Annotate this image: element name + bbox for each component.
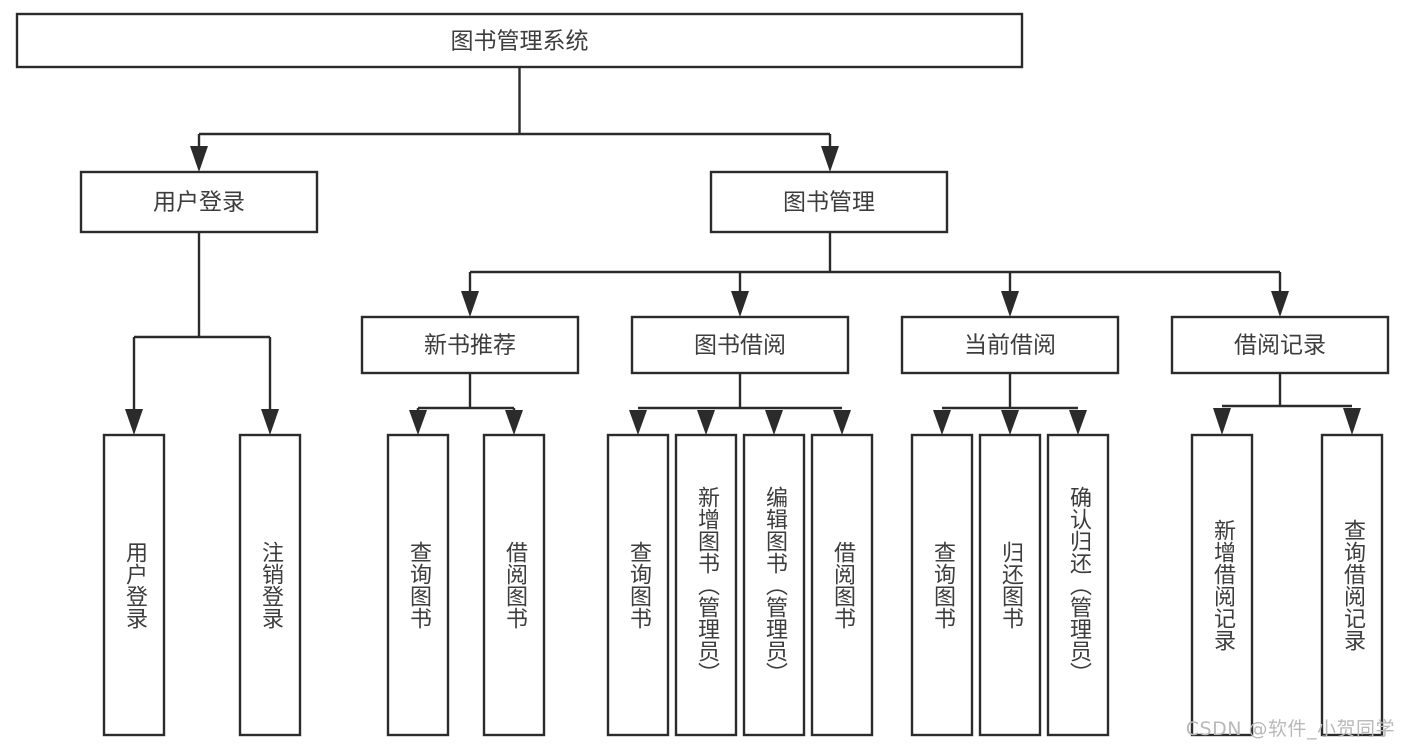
node-leaf-add-borrow-record-box[interactable] (1190, 433, 1254, 737)
node-leaf-query-book-nbr-box[interactable] (386, 433, 450, 737)
node-borrow-record[interactable]: 借阅记录 (1170, 315, 1390, 375)
node-leaf-user-login[interactable]: 用户登录 (102, 433, 166, 737)
csdn-watermark: CSDN @软件_小贺同学 (1185, 718, 1395, 740)
node-leaf-user-login-box[interactable] (102, 433, 166, 737)
node-leaf-query-book-nbr[interactable]: 查询图书 (386, 433, 450, 737)
arrow-head-new-book-rec (461, 291, 479, 317)
node-leaf-query-book-cb[interactable]: 查询图书 (910, 433, 974, 737)
arrow-head-nbr-leaf-2 (505, 410, 523, 435)
node-new-book-recommend[interactable]: 新书推荐 (360, 315, 580, 375)
node-new-book-recommend-box[interactable] (360, 315, 580, 375)
arrow-head-bb-leaf-2 (697, 410, 715, 435)
node-borrow-record-label: 借阅记录 (1234, 333, 1326, 359)
node-book-borrow[interactable]: 图书借阅 (630, 315, 850, 375)
node-leaf-add-borrow-record-label: 新增借阅记录 (1210, 519, 1236, 651)
node-leaf-add-book-admin-label: 新增图书（管理员） (694, 486, 720, 684)
node-leaf-return-book[interactable]: 归还图书 (978, 433, 1042, 737)
node-leaf-query-borrow-record-box[interactable] (1320, 433, 1384, 737)
node-leaf-user-login-label: 用户登录 (122, 541, 148, 629)
arrow-head-leaf-logout (261, 409, 279, 435)
node-current-borrow-label: 当前借阅 (964, 333, 1056, 359)
node-leaf-logout-box[interactable] (238, 433, 302, 737)
node-leaf-borrow-book-nbr[interactable]: 借阅图书 (482, 433, 546, 737)
node-current-borrow[interactable]: 当前借阅 (900, 315, 1120, 375)
node-leaf-query-borrow-record[interactable]: 查询借阅记录 (1320, 433, 1384, 737)
connector-group-book-borrow-to-leaves (629, 373, 851, 435)
node-leaf-return-book-box[interactable] (978, 433, 1042, 737)
node-root-system-label: 图书管理系统 (451, 29, 589, 55)
node-leaf-add-borrow-record[interactable]: 新增借阅记录 (1190, 433, 1254, 737)
node-user-login-box[interactable] (79, 170, 319, 234)
node-leaf-confirm-return-admin-box[interactable] (1046, 433, 1110, 737)
node-leaf-query-book-cb-box[interactable] (910, 433, 974, 737)
node-leaf-edit-book-admin-box[interactable] (742, 433, 806, 737)
node-leaf-borrow-book-nbr-box[interactable] (482, 433, 546, 737)
node-borrow-record-box[interactable] (1170, 315, 1390, 375)
node-current-borrow-box[interactable] (900, 315, 1120, 375)
arrow-head-leaf-user-login (125, 409, 143, 435)
arrow-head-cb-leaf-1 (933, 410, 951, 435)
node-root-system-box[interactable] (15, 12, 1024, 69)
node-root-system[interactable]: 图书管理系统 (15, 12, 1024, 69)
connector-group-user-login-to-leaves (125, 232, 279, 435)
arrow-head-bb-leaf-4 (833, 410, 851, 435)
node-leaf-borrow-book-bb[interactable]: 借阅图书 (810, 433, 874, 737)
arrow-head-br-leaf-2 (1343, 408, 1361, 435)
node-leaf-logout[interactable]: 注销登录 (238, 433, 302, 737)
arrow-head-nbr-leaf-1 (409, 410, 427, 435)
connector-group-current-borrow-to-leaves (933, 373, 1087, 435)
connector-group-new-book-rec-to-leaves (409, 373, 523, 435)
arrow-head-book-borrow (731, 291, 749, 317)
node-leaf-query-book-nbr-label: 查询图书 (406, 541, 432, 629)
arrow-head-current-borrow (1001, 291, 1019, 317)
node-leaf-edit-book-admin[interactable]: 编辑图书（管理员） (742, 433, 806, 737)
connector-group-book-mgmt-to-level3 (461, 232, 1289, 317)
node-leaf-query-book-bb-box[interactable] (606, 433, 670, 737)
node-user-login[interactable]: 用户登录 (79, 170, 319, 234)
node-leaf-query-borrow-record-label: 查询借阅记录 (1340, 519, 1366, 651)
node-leaf-return-book-label: 归还图书 (998, 541, 1024, 629)
node-book-borrow-label: 图书借阅 (694, 333, 786, 359)
node-leaf-add-book-admin[interactable]: 新增图书（管理员） (674, 433, 738, 737)
node-leaf-query-book-bb-label: 查询图书 (626, 541, 652, 629)
node-book-management-box[interactable] (709, 170, 949, 234)
arrow-head-user-login (190, 146, 208, 172)
node-leaf-logout-label: 注销登录 (258, 541, 284, 629)
node-leaf-query-book-bb[interactable]: 查询图书 (606, 433, 670, 737)
arrow-head-cb-leaf-3 (1069, 410, 1087, 435)
node-book-management[interactable]: 图书管理 (709, 170, 949, 234)
arrow-head-bb-leaf-3 (765, 410, 783, 435)
arrow-head-bb-leaf-1 (629, 410, 647, 435)
node-book-management-label: 图书管理 (783, 190, 875, 216)
node-user-login-label: 用户登录 (153, 190, 245, 216)
node-leaf-confirm-return-admin-label: 确认归还（管理员） (1066, 486, 1092, 684)
node-leaf-confirm-return-admin[interactable]: 确认归还（管理员） (1046, 433, 1110, 737)
arrow-head-book-mgmt (821, 146, 839, 172)
connector-group-borrow-record-to-leaves (1213, 373, 1361, 435)
arrow-head-cb-leaf-2 (1001, 410, 1019, 435)
node-book-borrow-box[interactable] (630, 315, 850, 375)
node-leaf-edit-book-admin-label: 编辑图书（管理员） (762, 486, 788, 684)
arrow-head-br-leaf-1 (1213, 408, 1231, 435)
node-leaf-borrow-book-nbr-label: 借阅图书 (502, 541, 528, 629)
connector-group-root-to-level2 (190, 67, 839, 172)
node-leaf-borrow-book-bb-label: 借阅图书 (830, 541, 856, 629)
arrow-head-borrow-record (1271, 291, 1289, 317)
node-new-book-recommend-label: 新书推荐 (424, 333, 516, 359)
node-leaf-add-book-admin-box[interactable] (674, 433, 738, 737)
node-leaf-borrow-book-bb-box[interactable] (810, 433, 874, 737)
node-leaf-query-book-cb-label: 查询图书 (930, 541, 956, 629)
